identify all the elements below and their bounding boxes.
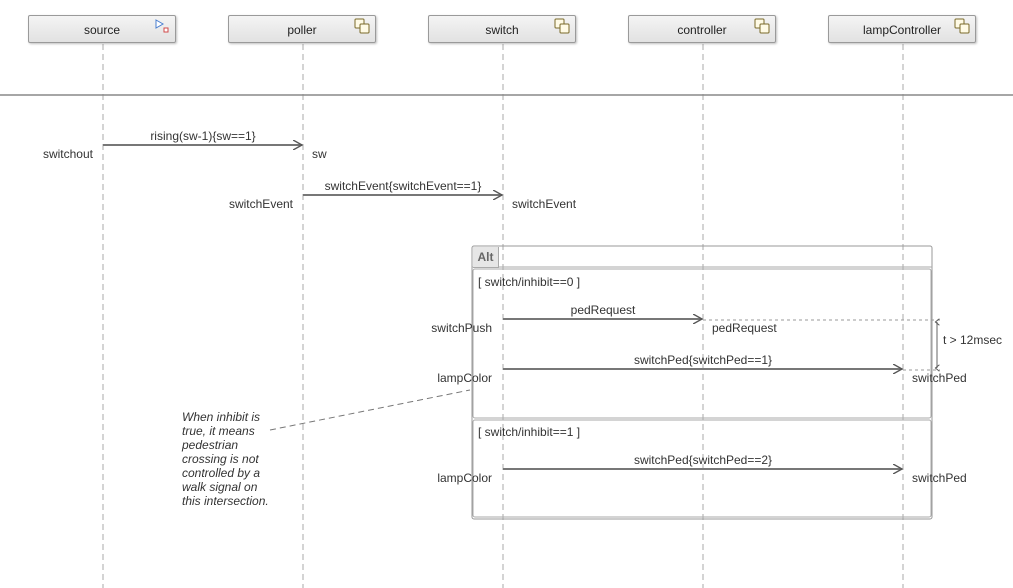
alt-operator-label: Alt: [473, 247, 499, 268]
subsystem-icon: [554, 18, 570, 34]
guard-condition[interactable]: [ switch/inhibit==1 ]: [478, 425, 581, 439]
message-label[interactable]: pedRequest: [570, 303, 636, 317]
send-port-label: switchPush: [431, 321, 492, 335]
subsystem-icon: [954, 18, 970, 34]
receive-port-label: sw: [312, 147, 327, 161]
signal-source-icon: [155, 19, 169, 33]
lifeline-lampController[interactable]: lampController: [828, 15, 976, 43]
lifeline-switch[interactable]: switch: [428, 15, 576, 43]
message-label[interactable]: switchPed{switchPed==2}: [633, 453, 773, 467]
lifeline-name: switch: [485, 23, 519, 37]
message-label[interactable]: switchPed{switchPed==1}: [633, 353, 773, 367]
guard-condition[interactable]: [ switch/inhibit==0 ]: [478, 275, 581, 289]
lifeline-name: source: [83, 23, 121, 37]
receive-port-label: switchPed: [912, 471, 967, 485]
annotation-note[interactable]: When inhibit is true, it means pedestria…: [182, 410, 269, 508]
send-port-label: lampColor: [437, 371, 492, 385]
receive-port-label: switchEvent: [512, 197, 577, 211]
lifeline-source[interactable]: source: [28, 15, 176, 43]
alt-operand-2-box[interactable]: [472, 419, 932, 518]
send-port-label: lampColor: [437, 471, 492, 485]
receive-port-label: pedRequest: [712, 321, 777, 335]
send-port-label: switchEvent: [228, 197, 293, 211]
alt-operand-1-box[interactable]: [472, 268, 932, 419]
send-port-label: switchout: [42, 147, 93, 161]
receive-port-label: switchPed: [912, 371, 967, 385]
lifeline-name: lampController: [862, 23, 942, 37]
subsystem-icon: [754, 18, 770, 34]
message-label[interactable]: switchEvent{switchEvent==1}: [324, 179, 482, 193]
duration-constraint-label[interactable]: t > 12msec: [943, 333, 1003, 347]
lifeline-poller[interactable]: poller: [228, 15, 376, 43]
lifeline-name: poller: [287, 23, 317, 37]
alt-fragment-frame[interactable]: [471, 245, 933, 520]
lifeline-name: controller: [677, 23, 727, 37]
subsystem-icon: [354, 18, 370, 34]
lifeline-controller[interactable]: controller: [628, 15, 776, 43]
annotation-connector: [269, 389, 471, 431]
message-label[interactable]: rising(sw-1){sw==1}: [150, 129, 256, 143]
